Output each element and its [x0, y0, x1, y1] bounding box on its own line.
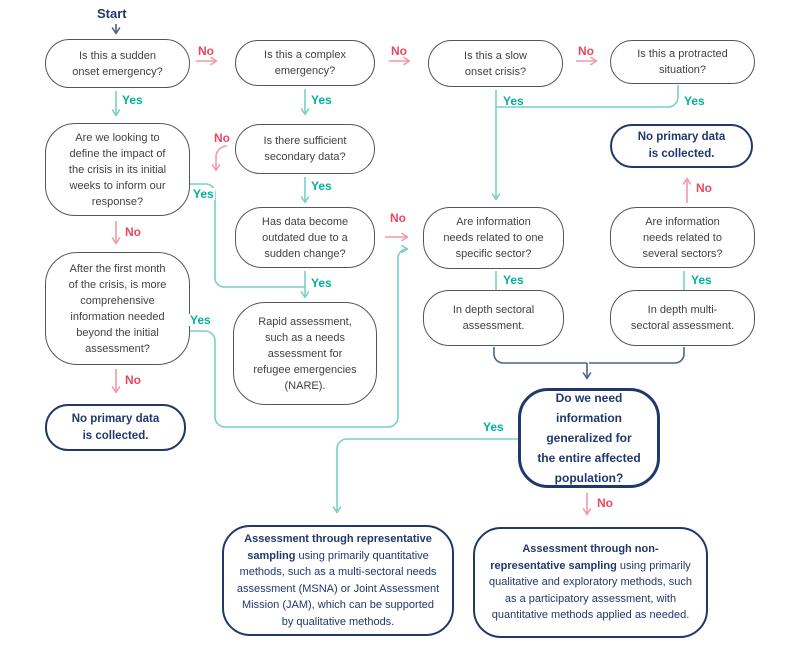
label-yes-firstmonth: Yes: [189, 313, 212, 327]
node-q-complex: Is this a complex emergency?: [235, 40, 375, 86]
edge-merge-right: [589, 347, 685, 364]
node-q-outdated: Has data become outdated due to a sudden…: [235, 207, 375, 268]
node-rapid-assessment: Rapid assessment, such as a needs assess…: [233, 302, 377, 405]
label-no-firstmonth: No: [125, 373, 141, 387]
edge-merge-left: [493, 347, 587, 364]
node-q-secondary-data: Is there sufficient secondary data?: [235, 124, 375, 174]
label-yes-onesector: Yes: [503, 273, 524, 287]
label-yes-slow: Yes: [503, 94, 524, 108]
node-q-after-first-month: After the first month of the crisis, is …: [45, 252, 190, 365]
label-yes-several: Yes: [691, 273, 712, 287]
node-q-one-sector: Are information needs related to one spe…: [423, 207, 564, 269]
label-no-define: No: [125, 225, 141, 239]
node-q-protracted: Is this a protracted situation?: [610, 40, 755, 84]
node-q-generalized: Do we need information generalized for t…: [518, 388, 660, 488]
label-yes-protracted: Yes: [684, 94, 705, 108]
node-no-primary-data-left: No primary data is collected.: [45, 404, 186, 451]
label-yes-secondary: Yes: [311, 179, 332, 193]
node-in-depth-sectoral: In depth sectoral assessment.: [423, 290, 564, 346]
label-yes-generalized: Yes: [483, 420, 504, 434]
label-no-secondary: No: [213, 131, 231, 145]
start-label: Start: [97, 6, 127, 21]
label-yes-define: Yes: [192, 187, 215, 201]
edge-yes-firstmonth: [190, 244, 409, 428]
label-no-slow: No: [578, 44, 594, 58]
label-yes-sudden: Yes: [122, 93, 143, 107]
label-no-complex: No: [391, 44, 407, 58]
node-q-slow-onset: Is this a slow onset crisis?: [428, 40, 563, 87]
label-no-several: No: [696, 181, 712, 195]
node-representative-sampling: Assessment through representative sampli…: [222, 525, 454, 636]
edge-no-secondary: [211, 145, 228, 172]
node-q-several-sectors: Are information needs related to several…: [610, 207, 755, 268]
node-in-depth-multi: In depth multi- sectoral assessment.: [610, 290, 755, 346]
edge-yes-define: [190, 183, 305, 288]
label-no-outdated: No: [390, 211, 406, 225]
node-q-sudden-onset: Is this a sudden onset emergency?: [45, 39, 190, 88]
label-yes-outdated: Yes: [311, 276, 332, 290]
node-q-define-impact: Are we looking to define the impact of t…: [45, 123, 190, 216]
node-non-representative-sampling: Assessment through non-representative sa…: [473, 527, 708, 638]
node-no-primary-data-top: No primary data is collected.: [610, 124, 753, 168]
label-no-generalized: No: [597, 496, 613, 510]
edge-yes-protracted: [496, 85, 679, 108]
label-no-sudden: No: [198, 44, 214, 58]
label-yes-complex: Yes: [311, 93, 332, 107]
edge-yes-generalized: [332, 438, 518, 514]
